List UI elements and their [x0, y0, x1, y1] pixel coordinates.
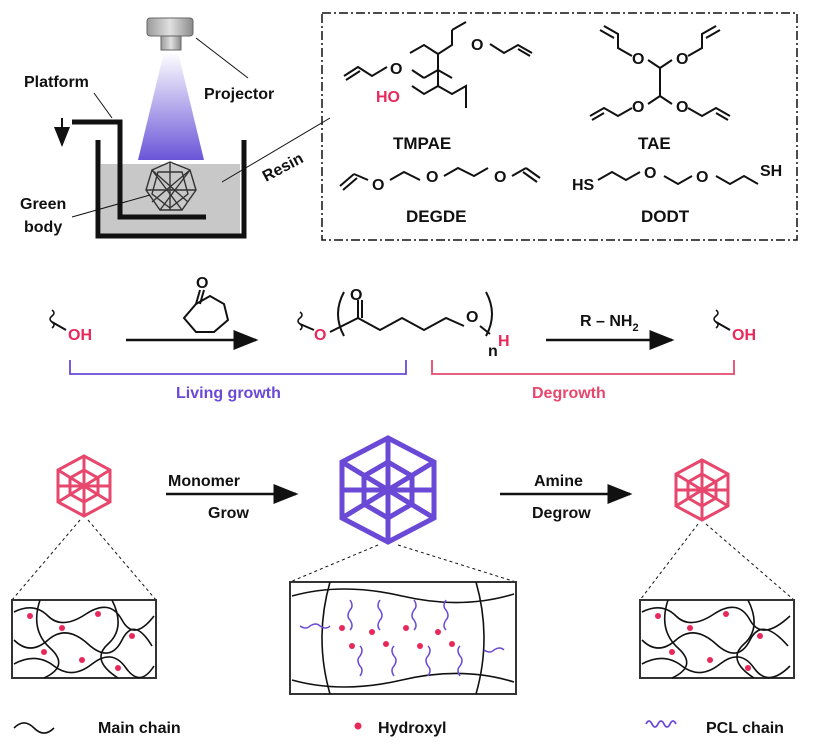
right-bracket — [485, 291, 493, 337]
network-box-center — [289, 581, 517, 695]
dodt-thiol-left: HS — [572, 177, 595, 194]
degde-o3: O — [494, 169, 506, 186]
degrow-arrow-bottom-label: Degrow — [532, 505, 591, 522]
degde-name: DEGDE — [406, 207, 466, 226]
network-box-left — [11, 599, 157, 679]
lattice-small-right — [674, 458, 730, 522]
degde-structure — [339, 166, 541, 191]
tae-o1: O — [632, 51, 644, 68]
legend: Main chain Hydroxyl PCL chain — [13, 720, 784, 737]
resin-leader-line — [221, 117, 331, 183]
green-body-leader-line — [71, 194, 151, 218]
legend-pcl-label: PCL chain — [706, 720, 784, 737]
tae-o4: O — [676, 99, 688, 116]
lattice-small-left — [56, 454, 112, 518]
dodt-name: DODT — [641, 207, 690, 226]
living-growth-bracket — [69, 360, 407, 375]
degde-o1: O — [372, 177, 384, 194]
caprolactone-icon — [182, 289, 230, 333]
tmpae-hydroxyl: HO — [376, 89, 400, 106]
reactant-bond — [51, 321, 67, 331]
platform-leader-line — [93, 92, 113, 119]
amine-reagent-sub: 2 — [632, 322, 638, 334]
legend-pcl-swatch — [645, 720, 677, 728]
living-growth-label: Living growth — [176, 385, 281, 402]
product-hydroxyl: OH — [732, 327, 756, 344]
reactant-wavy-bond — [49, 309, 55, 329]
degde-o2: O — [426, 169, 438, 186]
polymer-ester-o: O — [314, 327, 326, 344]
legend-hydroxyl-label: Hydroxyl — [378, 720, 446, 737]
amine-reagent-main: R – NH — [580, 313, 632, 330]
tae-o3: O — [632, 99, 644, 116]
grow-arrow-bottom-label: Grow — [208, 505, 249, 522]
tmpae-o1: O — [390, 61, 402, 78]
polymer-bond-1 — [299, 323, 315, 331]
legend-hydroxyl-swatch — [354, 722, 362, 730]
network-box-right — [639, 599, 795, 679]
projector-icon — [146, 17, 194, 51]
zoom-lines — [11, 519, 795, 601]
hydroxyl-dots — [27, 611, 763, 671]
vat-wall — [95, 140, 247, 239]
tae-structure — [589, 25, 731, 121]
projector-label: Projector — [204, 86, 274, 103]
light-beam — [138, 52, 204, 160]
dodt-structure — [597, 170, 759, 186]
reaction-scheme: OH O O O O H n R – NH2 OH — [49, 275, 756, 402]
green-body-label-line2: body — [24, 219, 62, 236]
polymer-chain-end-o: O — [466, 309, 478, 326]
legend-main-chain-swatch — [13, 722, 55, 734]
left-bracket — [337, 291, 345, 337]
product-bond — [715, 321, 731, 331]
dodt-o2: O — [696, 169, 708, 186]
green-body-label-line1: Green — [20, 196, 66, 213]
reactant-hydroxyl: OH — [68, 327, 92, 344]
legend-main-chain-label: Main chain — [98, 720, 181, 737]
polymer-chain-end-h: H — [498, 333, 510, 350]
caprolactone-carbonyl-o: O — [196, 275, 208, 292]
platform-arm — [72, 119, 206, 220]
tae-name: TAE — [638, 134, 671, 153]
polymer-carbonyl-o: O — [350, 287, 362, 304]
degrowth-label: Degrowth — [532, 385, 606, 402]
lattice-large-center — [339, 435, 437, 545]
repeat-unit-n: n — [488, 343, 498, 360]
amine-reagent: R – NH2 — [580, 313, 639, 334]
grow-arrow-top-label: Monomer — [168, 473, 240, 490]
printer-schematic: Projector Platform Green body Resin — [20, 17, 331, 239]
tmpae-o2: O — [471, 37, 483, 54]
monomer-box — [321, 12, 798, 241]
tae-o2: O — [676, 51, 688, 68]
dodt-o1: O — [644, 165, 656, 182]
product-wavy-bond — [713, 309, 719, 329]
green-body-lattice — [145, 161, 197, 211]
degrowth-bracket — [431, 360, 735, 375]
tmpae-name: TMPAE — [393, 134, 451, 153]
degrow-arrow-top-label: Amine — [534, 473, 583, 490]
dodt-thiol-right: SH — [760, 163, 782, 180]
platform-label: Platform — [24, 74, 89, 91]
projector-leader-line — [195, 37, 249, 79]
polymer-wavy-bond — [297, 311, 303, 331]
tmpae-structure — [343, 21, 533, 108]
